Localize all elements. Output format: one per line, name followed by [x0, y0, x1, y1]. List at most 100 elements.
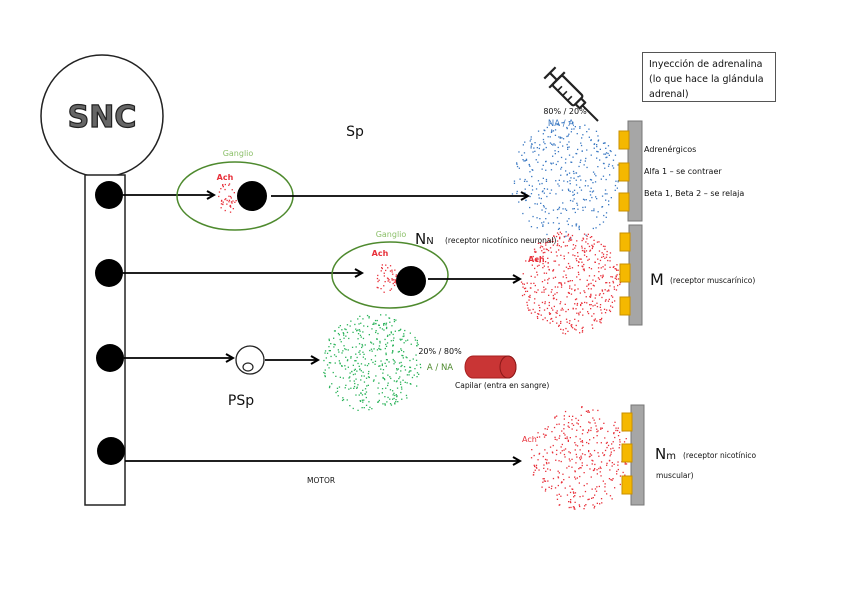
molecule-dot: [401, 398, 403, 400]
molecule-dot: [534, 142, 536, 144]
molecule-dot: [580, 144, 583, 147]
receptor-adrenergic-3: [618, 192, 630, 212]
molecule-dot: [588, 245, 591, 248]
molecule-dot: [593, 320, 596, 322]
molecule-dot: [538, 264, 540, 266]
molecule-dot: [232, 208, 234, 210]
molecule-dot: [370, 359, 373, 361]
molecule-dot: [565, 274, 567, 276]
molecule-dot: [361, 375, 363, 377]
molecule-dot: [373, 348, 375, 350]
molecule-dot: [556, 255, 558, 257]
molecule-dot: [542, 225, 544, 227]
molecule-dot: [544, 434, 546, 436]
molecule-dot: [548, 268, 550, 271]
molecule-dot: [395, 394, 397, 396]
molecule-dot: [588, 456, 591, 458]
molecule-dot: [409, 366, 411, 368]
molecule-dot: [602, 266, 604, 268]
molecule-dot: [576, 445, 579, 447]
molecule-dot: [539, 144, 541, 146]
molecule-dot: [395, 275, 397, 278]
molecule-dot: [537, 180, 540, 182]
molecule-dot: [567, 439, 569, 441]
molecule-dot: [603, 454, 605, 457]
molecule-dot: [616, 269, 618, 271]
molecule-dot: [360, 370, 362, 372]
molecule-dot: [610, 448, 612, 450]
molecule-dot: [614, 436, 616, 439]
molecule-dot: [579, 449, 581, 451]
molecule-dot: [558, 245, 560, 247]
molecule-dot: [598, 418, 601, 420]
m-label: M: [650, 270, 664, 289]
molecule-dot: [542, 267, 544, 269]
molecule-dot: [595, 294, 597, 296]
molecule-dot: [593, 285, 595, 287]
molecule-dot: [546, 452, 548, 454]
molecule-dot: [542, 481, 544, 483]
molecule-dot: [579, 175, 581, 177]
molecule-dot: [532, 255, 534, 258]
molecule-dot: [551, 317, 553, 320]
molecule-dot: [339, 376, 341, 378]
molecule-dot: [547, 468, 549, 470]
molecule-dot: [617, 461, 619, 463]
molecule-dot: [584, 251, 586, 253]
molecule-dot: [380, 270, 382, 272]
molecule-dot: [586, 235, 588, 237]
molecule-dot: [551, 451, 554, 453]
molecule-dot: [544, 458, 547, 461]
molecule-dot: [552, 309, 554, 311]
molecule-dot: [229, 205, 232, 207]
molecule-dot: [573, 193, 575, 196]
molecule-dot: [385, 353, 387, 356]
molecule-dot: [592, 305, 594, 307]
molecule-dot: [341, 399, 344, 402]
molecule-dot: [592, 504, 594, 506]
molecule-dot: [381, 267, 383, 270]
molecule-dot: [376, 349, 379, 351]
molecule-dot: [578, 273, 580, 276]
molecule-dot: [611, 498, 613, 500]
molecule-dot: [560, 301, 562, 303]
molecule-dot: [391, 278, 393, 280]
molecule-dot: [581, 464, 583, 467]
molecule-dot: [384, 404, 386, 406]
molecule-dot: [586, 483, 588, 485]
molecule-dot: [596, 306, 599, 308]
molecule-dot: [572, 254, 574, 256]
molecule-dot: [600, 461, 603, 463]
molecule-dot: [567, 330, 569, 332]
molecule-dot: [582, 238, 585, 240]
molecule-dot: [553, 305, 555, 308]
molecule-dot: [415, 354, 417, 356]
molecule-dot: [559, 314, 561, 317]
molecule-dot: [391, 325, 393, 327]
molecule-dot: [596, 435, 598, 437]
molecule-dot: [579, 161, 581, 163]
molecule-dot: [345, 348, 347, 351]
molecule-dot: [570, 501, 572, 504]
molecule-dot: [548, 304, 550, 307]
molecule-dot: [344, 368, 347, 370]
molecule-dot: [602, 175, 605, 177]
molecule-dot: [363, 353, 365, 355]
molecule-dot: [338, 334, 340, 336]
molecule-dot: [529, 296, 531, 298]
molecule-dot: [612, 282, 615, 284]
molecule-dot: [229, 195, 232, 198]
molecule-dot: [342, 350, 344, 352]
molecule-dot: [580, 179, 582, 181]
molecule-dot: [593, 210, 595, 212]
molecule-dot: [528, 184, 530, 186]
molecule-dot: [589, 422, 591, 424]
molecule-dot: [224, 198, 226, 201]
molecule-dot: [530, 226, 533, 228]
molecule-dot: [413, 374, 415, 376]
molecule-dot: [535, 464, 538, 466]
molecule-dot: [612, 266, 614, 268]
molecule-dot: [399, 376, 401, 378]
molecule-dot: [349, 380, 351, 382]
molecule-dot: [569, 437, 571, 439]
